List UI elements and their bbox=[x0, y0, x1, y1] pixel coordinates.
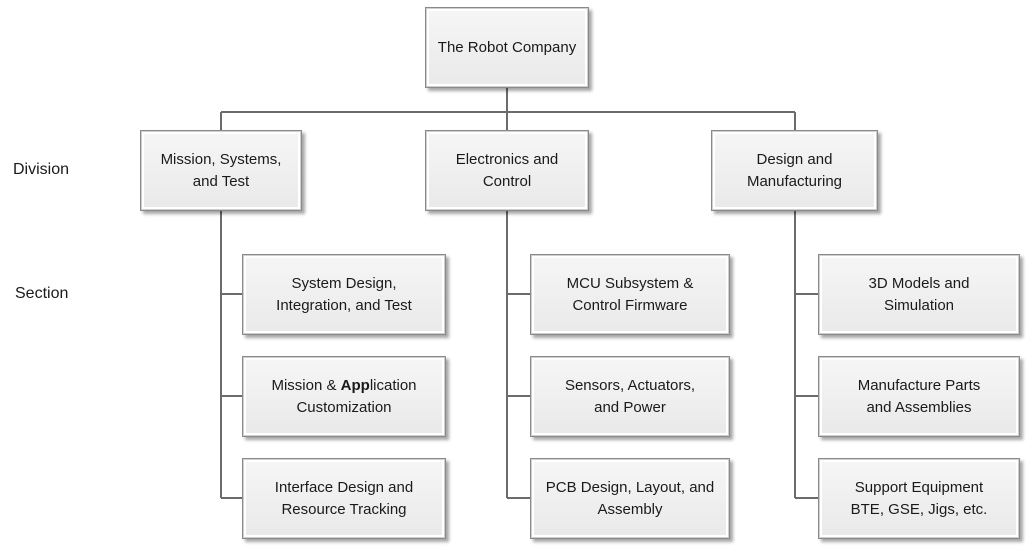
section-label-line1-post: lication bbox=[369, 376, 417, 394]
division-node-design-manufacturing: Design and Manufacturing bbox=[711, 130, 878, 211]
division-label-line2: Control bbox=[482, 172, 532, 190]
section-node-text: MCU Subsystem & Control Firmware bbox=[567, 273, 694, 317]
section-label-line1: System Design, bbox=[291, 274, 397, 292]
section-node-interface-design: Interface Design and Resource Tracking bbox=[242, 458, 446, 539]
section-node-mcu-subsystem: MCU Subsystem & Control Firmware bbox=[530, 254, 730, 335]
section-label-line1: Sensors, Actuators, bbox=[564, 376, 696, 394]
root-node-label: The Robot Company bbox=[437, 38, 577, 56]
section-label-line1: Manufacture Parts bbox=[857, 376, 981, 394]
section-label-line1: Support Equipment bbox=[854, 478, 984, 496]
section-label-line2: BTE, GSE, Jigs, etc. bbox=[850, 500, 988, 518]
section-node-manufacture-parts: Manufacture Parts and Assemblies bbox=[818, 356, 1020, 437]
section-level-label: Section bbox=[15, 285, 69, 302]
division-node-text: Mission, Systems, and Test bbox=[161, 149, 282, 193]
section-label-line2: and Power bbox=[594, 398, 666, 416]
section-node-text: Mission & Application Customization bbox=[271, 375, 416, 419]
section-node-text: System Design, Integration, and Test bbox=[276, 273, 412, 317]
section-node-3d-models: 3D Models and Simulation bbox=[818, 254, 1020, 335]
section-label-line2: Integration, and Test bbox=[276, 296, 412, 314]
division-node-electronics-control: Electronics and Control bbox=[425, 130, 589, 211]
section-node-system-design: System Design, Integration, and Test bbox=[242, 254, 446, 335]
division-label-line1: Design and bbox=[756, 150, 833, 168]
section-node-text: Sensors, Actuators, and Power bbox=[565, 375, 695, 419]
division-node-text: Design and Manufacturing bbox=[747, 149, 842, 193]
section-label-line2: Resource Tracking bbox=[281, 500, 407, 518]
section-node-text: 3D Models and Simulation bbox=[869, 273, 970, 317]
section-label-line2: Simulation bbox=[883, 296, 955, 314]
section-label-line1-bold: App bbox=[340, 376, 370, 394]
section-label-line2: and Assemblies bbox=[866, 398, 972, 416]
section-label-line1: MCU Subsystem & bbox=[566, 274, 694, 292]
division-node-text: Electronics and Control bbox=[456, 149, 559, 193]
section-node-pcb-design: PCB Design, Layout, and Assembly bbox=[530, 458, 730, 539]
section-node-text: Support Equipment BTE, GSE, Jigs, etc. bbox=[851, 477, 988, 521]
division-node-mission-systems-test: Mission, Systems, and Test bbox=[140, 130, 302, 211]
division-label-line2: and Test bbox=[192, 172, 250, 190]
section-label-line1-pre: Mission & bbox=[271, 376, 341, 394]
division-level-label: Division bbox=[13, 161, 70, 178]
division-label-line1: Mission, Systems, bbox=[160, 150, 282, 168]
division-label-line1: Electronics and bbox=[455, 150, 559, 168]
section-node-mission-application: Mission & Application Customization bbox=[242, 356, 446, 437]
section-label-line2: Control Firmware bbox=[572, 296, 688, 314]
section-node-support-equipment: Support Equipment BTE, GSE, Jigs, etc. bbox=[818, 458, 1020, 539]
section-label-line2: Customization bbox=[296, 398, 392, 416]
section-node-sensors-actuators: Sensors, Actuators, and Power bbox=[530, 356, 730, 437]
section-label-line1: 3D Models and bbox=[868, 274, 970, 292]
section-label-line2: Assembly bbox=[597, 500, 663, 518]
section-label-line1: PCB Design, Layout, and bbox=[545, 478, 715, 496]
division-label-line2: Manufacturing bbox=[746, 172, 843, 190]
root-node: The Robot Company bbox=[425, 7, 589, 88]
section-label-line1: Interface Design and bbox=[274, 478, 414, 496]
section-node-text: Manufacture Parts and Assemblies bbox=[858, 375, 981, 419]
section-node-text: PCB Design, Layout, and Assembly bbox=[546, 477, 714, 521]
section-node-text: Interface Design and Resource Tracking bbox=[275, 477, 413, 521]
